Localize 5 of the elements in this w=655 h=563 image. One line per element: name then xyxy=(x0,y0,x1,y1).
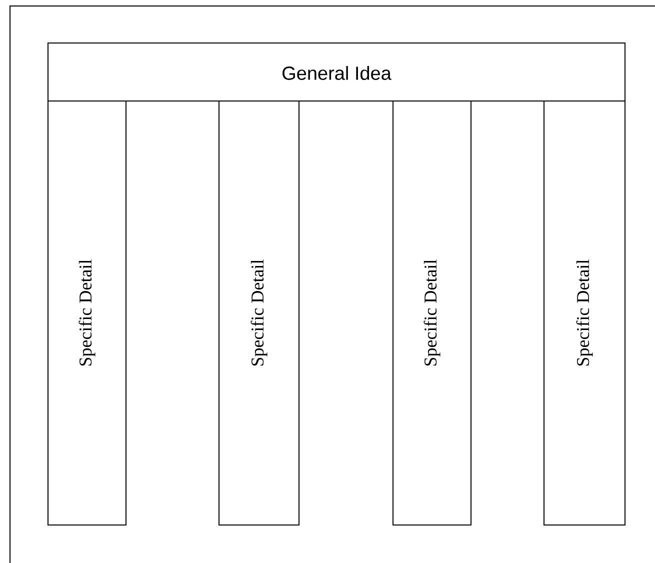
detail-column: Specific Detail xyxy=(392,100,472,526)
idea-box: General Idea xyxy=(48,42,626,102)
detail-column: Specific Detail xyxy=(218,100,300,526)
detail-column: Specific Detail xyxy=(48,100,126,526)
detail-column: Specific Detail xyxy=(544,100,626,526)
